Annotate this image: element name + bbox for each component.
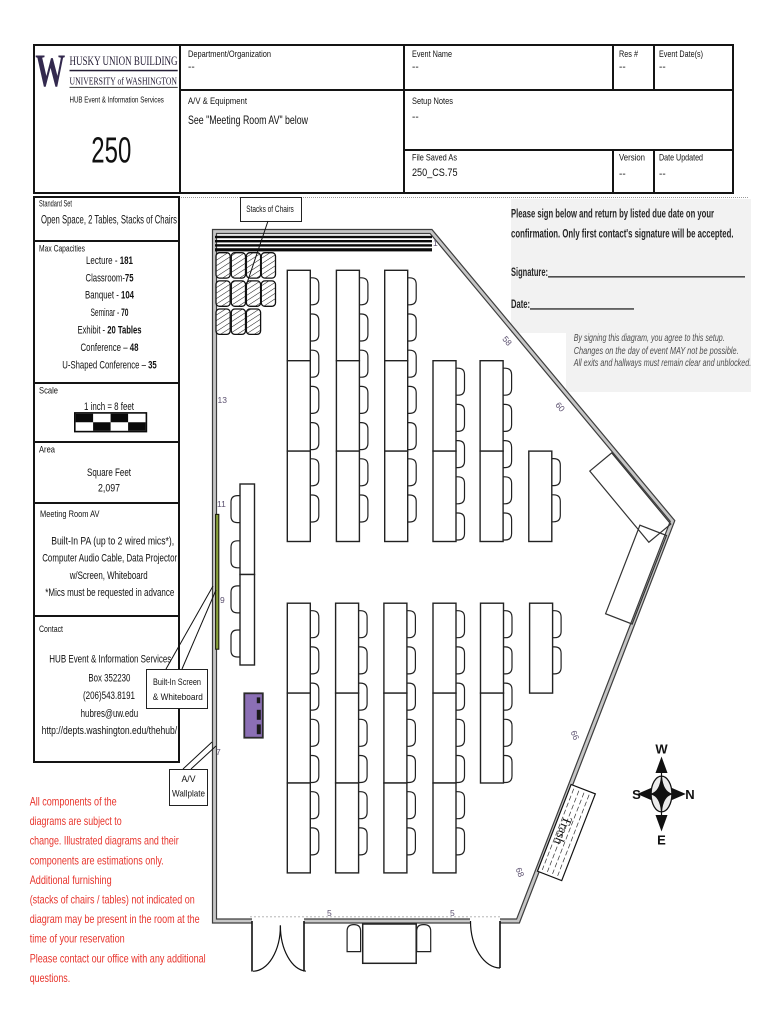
svg-text:A/V & Equipment: A/V & Equipment xyxy=(188,96,247,107)
svg-text:HUB Event & Information Servic: HUB Event & Information Services xyxy=(49,654,171,666)
svg-text:9: 9 xyxy=(220,595,225,605)
svg-text:(206)543.8191: (206)543.8191 xyxy=(83,690,135,702)
svg-text:Event Date(s): Event Date(s) xyxy=(659,49,703,60)
svg-text:All exits and hallways must re: All exits and hallways must remain clear… xyxy=(573,358,751,369)
svg-text:Banquet - 104: Banquet - 104 xyxy=(85,290,135,302)
svg-text:Meeting Room AV: Meeting Room AV xyxy=(40,509,100,519)
svg-text:Lecture - 181: Lecture - 181 xyxy=(86,255,133,267)
svg-text:W: W xyxy=(655,742,668,757)
svg-text:66: 66 xyxy=(569,729,582,742)
svg-text:Conference – 48: Conference – 48 xyxy=(81,342,139,354)
svg-text:Res #: Res # xyxy=(619,49,639,60)
svg-text:By signing this diagram, you a: By signing this diagram, you agree to th… xyxy=(574,333,725,344)
svg-text:File Saved As: File Saved As xyxy=(412,153,457,164)
svg-text:Box 352230: Box 352230 xyxy=(88,673,130,685)
svg-text:2,097: 2,097 xyxy=(98,482,120,494)
svg-text:questions.: questions. xyxy=(30,971,70,985)
svg-text:Event Name: Event Name xyxy=(412,49,452,60)
svg-text:E: E xyxy=(657,833,666,848)
svg-text:Date Updated: Date Updated xyxy=(659,153,703,164)
svg-text:w/Screen, Whiteboard: w/Screen, Whiteboard xyxy=(69,570,148,582)
svg-text:--: -- xyxy=(659,169,666,180)
svg-text:Please sign below and return b: Please sign below and return by listed d… xyxy=(511,209,714,221)
svg-text:All components of the: All components of the xyxy=(30,795,117,809)
svg-text:diagrams are subject to: diagrams are subject to xyxy=(30,814,122,828)
svg-text:Computer Audio Cable, Data Pro: Computer Audio Cable, Data Projector xyxy=(42,553,177,565)
svg-text:Square Feet: Square Feet xyxy=(87,467,131,479)
svg-text:5: 5 xyxy=(450,908,455,918)
svg-text:Seminar - 70: Seminar - 70 xyxy=(91,307,129,319)
svg-text:--: -- xyxy=(188,62,195,73)
svg-text:250: 250 xyxy=(91,130,131,171)
svg-text:*Mics must be requested in adv: *Mics must be requested in advance xyxy=(45,587,174,599)
svg-text:confirmation. Only first cont: confirmation. Only first contact's signa… xyxy=(511,228,734,240)
svg-text:UNIVERSITY of WASHINGTON: UNIVERSITY of WASHINGTON xyxy=(70,76,178,88)
svg-text:7: 7 xyxy=(216,747,221,757)
svg-text:(stacks of chairs / tables) no: (stacks of chairs / tables) not indicate… xyxy=(30,893,195,907)
svg-text:Additional furnishing: Additional furnishing xyxy=(30,873,112,887)
svg-text:68: 68 xyxy=(514,866,527,879)
svg-text:250_CS.75: 250_CS.75 xyxy=(412,167,458,179)
svg-text:--: -- xyxy=(412,62,419,73)
svg-text:Classroom-75: Classroom-75 xyxy=(86,272,134,284)
svg-text:5: 5 xyxy=(327,908,332,918)
svg-text:& Whiteboard: & Whiteboard xyxy=(153,692,203,702)
svg-text:Built-In PA (up to 2 wired mic: Built-In PA (up to 2 wired mics*), xyxy=(51,535,174,547)
svg-text:time of your reservation: time of your reservation xyxy=(30,932,125,946)
svg-text:Scale: Scale xyxy=(39,386,58,396)
svg-text:--: -- xyxy=(659,62,666,73)
svg-text:HUB Event & Information Servic: HUB Event & Information Services xyxy=(70,94,164,104)
svg-text:Standard Set: Standard Set xyxy=(39,198,72,208)
svg-text:U-Shaped Conference – 35: U-Shaped Conference – 35 xyxy=(62,360,156,372)
svg-text:change. Illustrated diagrams a: change. Illustrated diagrams and their xyxy=(30,834,179,848)
svg-text:Signature:: Signature: xyxy=(511,267,548,279)
svg-text:Date:: Date: xyxy=(511,299,530,311)
svg-text:--: -- xyxy=(412,112,419,123)
svg-text:Version: Version xyxy=(619,153,645,164)
svg-text:1: 1 xyxy=(433,238,438,248)
svg-text:--: -- xyxy=(619,169,626,180)
svg-text:hubres@uw.edu: hubres@uw.edu xyxy=(81,708,139,720)
svg-text:60: 60 xyxy=(553,400,567,414)
svg-text:Wallplate: Wallplate xyxy=(172,789,205,799)
svg-text:See "Meeting Room AV" below: See "Meeting Room AV" below xyxy=(188,113,308,127)
svg-text:Area: Area xyxy=(39,445,55,455)
svg-text:S: S xyxy=(632,787,641,802)
svg-text:diagram may be present in the: diagram may be present in the room at th… xyxy=(30,912,200,926)
svg-text:1 inch = 8 feet: 1 inch = 8 feet xyxy=(84,401,134,413)
svg-text:A/V: A/V xyxy=(182,774,197,784)
svg-text:58: 58 xyxy=(500,334,514,348)
svg-text:11: 11 xyxy=(217,499,226,509)
svg-text:Exhibit - 20 Tables: Exhibit - 20 Tables xyxy=(78,325,142,337)
svg-text:Please contact our office with: Please contact our office with any addit… xyxy=(30,951,206,965)
svg-text:--: -- xyxy=(619,62,626,73)
svg-text:HUSKY UNION BUILDING: HUSKY UNION BUILDING xyxy=(70,53,178,68)
svg-text:Contact: Contact xyxy=(39,624,63,634)
svg-text:Built-In Screen: Built-In Screen xyxy=(153,677,201,687)
svg-text:Open Space, 2 Tables, Stacks o: Open Space, 2 Tables, Stacks of Chairs xyxy=(41,213,177,227)
svg-text:Max Capacities: Max Capacities xyxy=(39,243,85,253)
svg-text:http://depts.washington.edu/th: http://depts.washington.edu/thehub/ xyxy=(42,725,178,737)
svg-text:N: N xyxy=(685,787,694,802)
svg-text:Department/Organization: Department/Organization xyxy=(188,49,271,60)
svg-text:Changes on the day of event MA: Changes on the day of event MAY not be p… xyxy=(574,346,739,357)
svg-text:Setup Notes: Setup Notes xyxy=(412,96,453,107)
svg-text:components are estimations onl: components are estimations only. xyxy=(30,853,164,867)
svg-text:Stacks of Chairs: Stacks of Chairs xyxy=(246,204,294,214)
svg-text:W: W xyxy=(35,45,65,97)
svg-text:13: 13 xyxy=(218,395,228,405)
